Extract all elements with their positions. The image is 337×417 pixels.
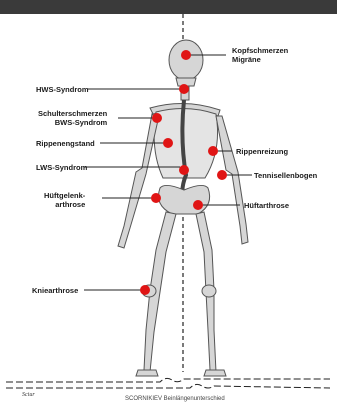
label-knie: Kniearthrose xyxy=(32,286,78,295)
dot-knie xyxy=(140,285,150,295)
left-arm xyxy=(118,114,158,248)
dot-rippenreiz xyxy=(208,146,218,156)
dot-tennis xyxy=(217,170,227,180)
label-huefte-l: Hüftgelenk- arthrose xyxy=(44,191,85,209)
dot-huefte-l xyxy=(151,193,161,203)
ground-line-upper xyxy=(6,378,330,382)
label-rippeneng: Rippenengstand xyxy=(36,139,95,148)
dot-schulter xyxy=(152,113,162,123)
dot-huefte-r xyxy=(193,200,203,210)
label-schulter: Schulterschmerzen BWS-Syndrom xyxy=(38,109,107,127)
right-arm xyxy=(216,116,248,244)
label-rippenreiz: Rippenreizung xyxy=(236,147,288,156)
label-tennis: Tennisellenbogen xyxy=(254,171,317,180)
label-kopf: Kopfschmerzen Migräne xyxy=(232,46,288,64)
label-lws: LWS-Syndrom xyxy=(36,163,87,172)
label-hws: HWS-Syndrom xyxy=(36,85,89,94)
ground-lines xyxy=(6,378,330,388)
pelvis xyxy=(159,185,210,214)
label-huefte-r: Hüftarthrose xyxy=(244,201,289,210)
pain-points xyxy=(140,50,227,295)
dot-hws xyxy=(179,84,189,94)
left-foot xyxy=(136,370,158,376)
ground-line-lower xyxy=(6,384,330,388)
right-knee xyxy=(202,285,216,297)
dot-kopf xyxy=(181,50,191,60)
dot-rippeneng xyxy=(163,138,173,148)
footer-signature: Sciur xyxy=(22,392,35,398)
dot-lws xyxy=(179,165,189,175)
right-foot xyxy=(204,370,226,376)
footer-caption: SCORNIKIEV Beinlängenunterschied xyxy=(125,396,225,402)
